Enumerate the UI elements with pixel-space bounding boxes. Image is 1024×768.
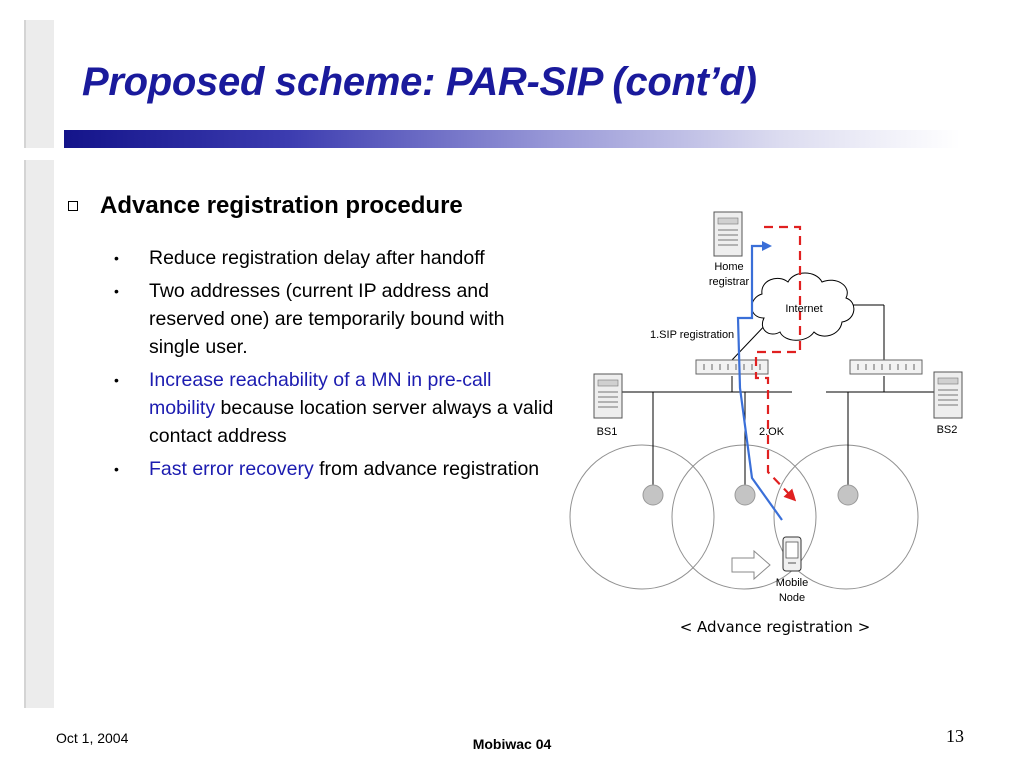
bullet-dot-icon: • [114,372,119,388]
movement-arrow-icon [731,549,771,581]
left-decor-bar-top [24,20,54,148]
bullet-item: • Reduce registration delay after handoff [114,244,554,272]
solid-registration-path [736,241,783,521]
footer-event: Mobiwac 04 [472,736,552,752]
bs2-label: BS2 [937,424,958,436]
bullet-dot-icon: • [114,461,119,477]
bullet-list: • Reduce registration delay after handoff… [114,244,554,488]
section-heading: Advance registration procedure [100,192,463,219]
page-number: 13 [946,726,964,746]
mobile-node-device-icon [782,536,802,572]
slide-title: Proposed scheme: PAR-SIP (cont’d) [82,60,757,104]
section-heading-row: Advance registration procedure [68,192,463,220]
bs2-server-icon [933,371,963,419]
bullet-item: • Increase reachability of a MN in pre-ca… [114,366,554,450]
footer-date: Oct 1, 2004 [56,730,129,746]
bs1-coverage-circle [569,444,715,590]
bs2-antenna-node [837,484,859,506]
internet-label: Internet [785,303,822,315]
bullet-dot-icon: • [114,250,119,266]
router-left-icon [695,359,769,375]
bullet-item: • Two addresses (current IP address and r… [114,277,554,361]
bs1-label: BS1 [597,426,618,438]
bs1-antenna-node [642,484,664,506]
router-right-icon [849,359,923,375]
square-bullet-icon [68,200,78,211]
title-gradient-rule [64,130,960,148]
bullet-text: from advance registration [313,458,540,480]
bullet-text-highlight: Increase reachability of a MN in pre-cal… [149,369,492,419]
bullet-text: because location server always a valid c… [149,397,554,447]
bullet-text-highlight: Fast error recovery [149,458,314,480]
bullet-text: Reduce registration delay after handoff [149,247,485,269]
dashed-ok-path [754,225,802,502]
diagram-caption: < Advance registration > [680,618,871,636]
bs1-server-icon [593,373,623,419]
ok-label: 2.OK [759,426,785,438]
internet-cloud-icon [751,272,855,341]
sip-registration-label: 1.SIP registration [650,329,734,341]
center-coverage-circle [671,444,817,590]
bullet-item: • Fast error recovery from advance regist… [114,455,554,483]
center-antenna-node [734,484,756,506]
home-registrar-server-icon [713,211,743,257]
bullet-dot-icon: • [114,283,119,299]
left-decor-bar-bottom [24,160,54,708]
bs2-coverage-circle [773,444,919,590]
bullet-text: Two addresses (current IP address and re… [149,280,505,358]
